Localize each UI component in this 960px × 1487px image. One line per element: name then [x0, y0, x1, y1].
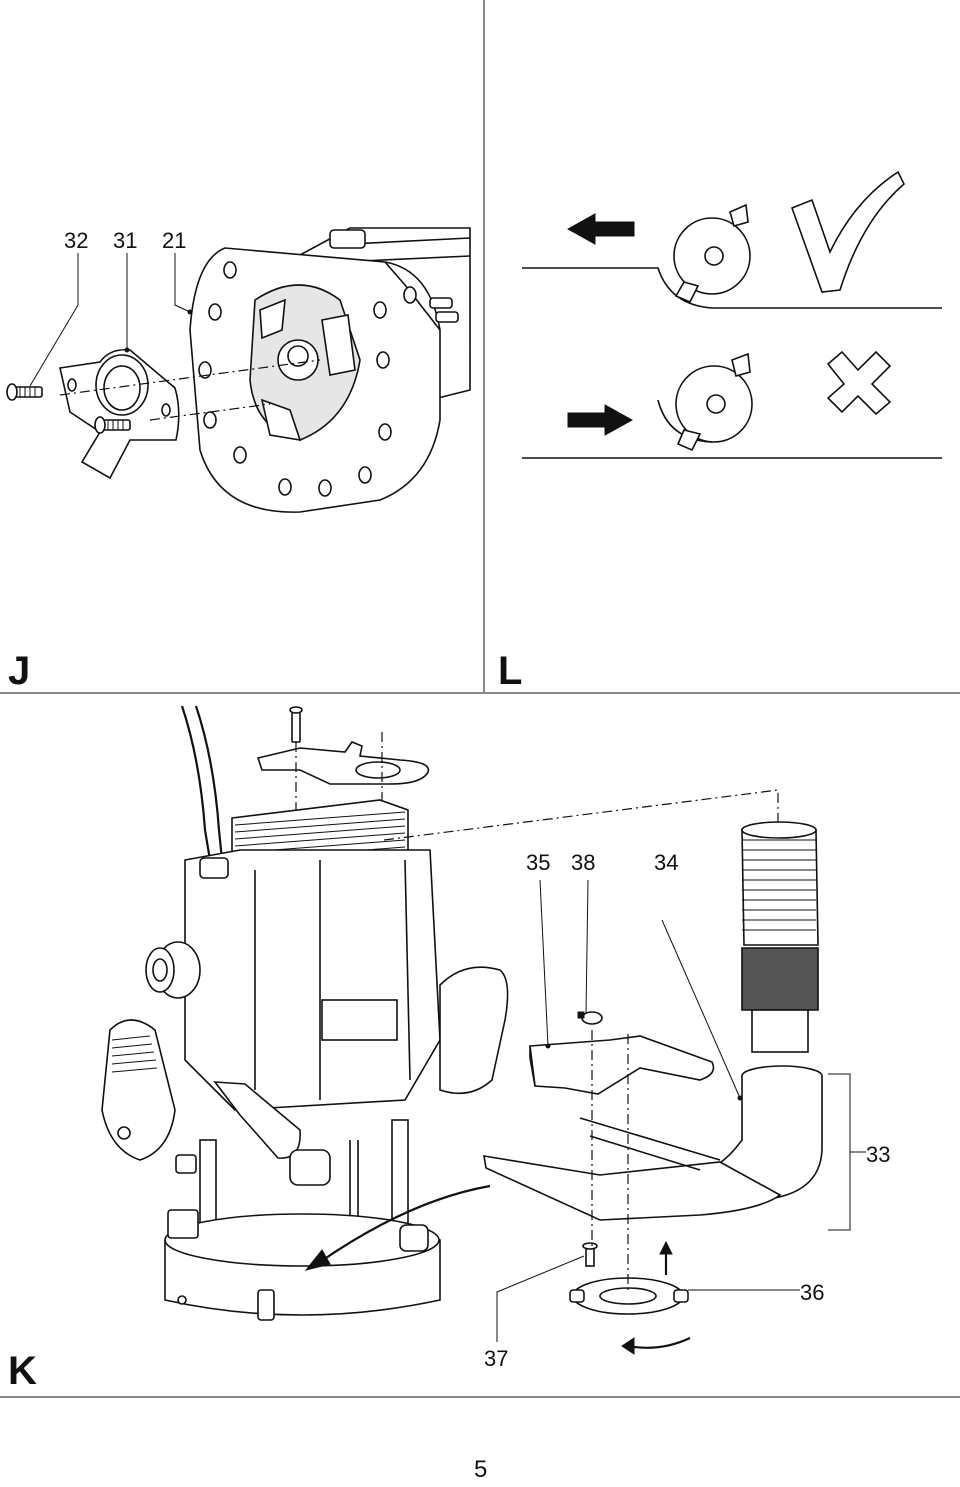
callout-31: 31 — [113, 228, 137, 253]
panel-label-l: L — [498, 649, 522, 693]
panel-k-callouts: 35 38 34 33 36 37 — [484, 850, 890, 1371]
panel-j-callouts: 32 31 21 — [64, 228, 186, 253]
callout-38: 38 — [571, 850, 595, 875]
panel-label-j: J — [8, 649, 30, 693]
panel-k-router-illustration — [101, 705, 509, 1321]
callout-32: 32 — [64, 228, 88, 253]
panel-label-k: K — [8, 1349, 37, 1393]
callout-34: 34 — [654, 850, 678, 875]
panel-l-illustration — [522, 170, 942, 459]
page-number: 5 — [474, 1456, 487, 1483]
callout-33: 33 — [866, 1142, 890, 1167]
callout-21: 21 — [162, 228, 186, 253]
check-icon — [790, 170, 905, 293]
cross-icon — [826, 350, 892, 416]
panel-j-illustration — [6, 227, 471, 513]
panel-k-dust-extraction — [383, 789, 866, 1355]
callout-36: 36 — [800, 1280, 824, 1305]
callout-35: 35 — [526, 850, 550, 875]
arrow-right-icon — [567, 404, 634, 436]
arrow-left-icon — [566, 213, 635, 245]
callout-37: 37 — [484, 1346, 508, 1371]
